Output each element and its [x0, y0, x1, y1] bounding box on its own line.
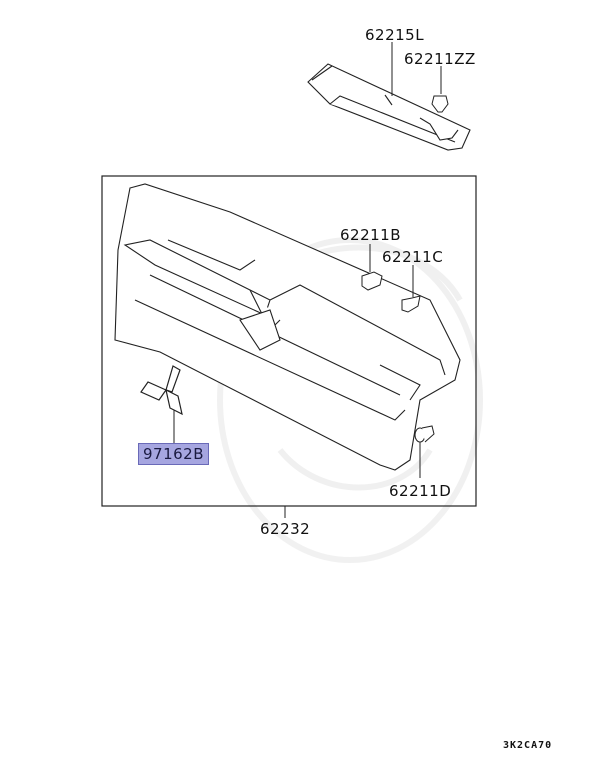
bracket-62215l — [307, 63, 471, 151]
grille-62232 — [114, 183, 461, 471]
diagram-code: 3K2CA70 — [503, 740, 553, 751]
emblem-97162b — [140, 365, 183, 416]
clip-62211d — [414, 425, 435, 443]
clip-62211c — [401, 295, 421, 313]
part-label-62232[interactable]: 62232 — [260, 520, 311, 538]
part-label-62211d[interactable]: 62211D — [389, 482, 452, 500]
part-label-62211b[interactable]: 62211B — [340, 226, 402, 244]
part-label-97162b-highlighted[interactable]: 97162B — [138, 443, 210, 465]
part-label-62215l[interactable]: 62215L — [365, 26, 425, 44]
part-label-62211c[interactable]: 62211C — [382, 248, 444, 266]
clip-62211b — [361, 271, 383, 291]
clip-62211zz — [431, 95, 449, 113]
grille-frame-box — [101, 175, 477, 507]
part-label-62211zz[interactable]: 62211ZZ — [404, 50, 476, 68]
